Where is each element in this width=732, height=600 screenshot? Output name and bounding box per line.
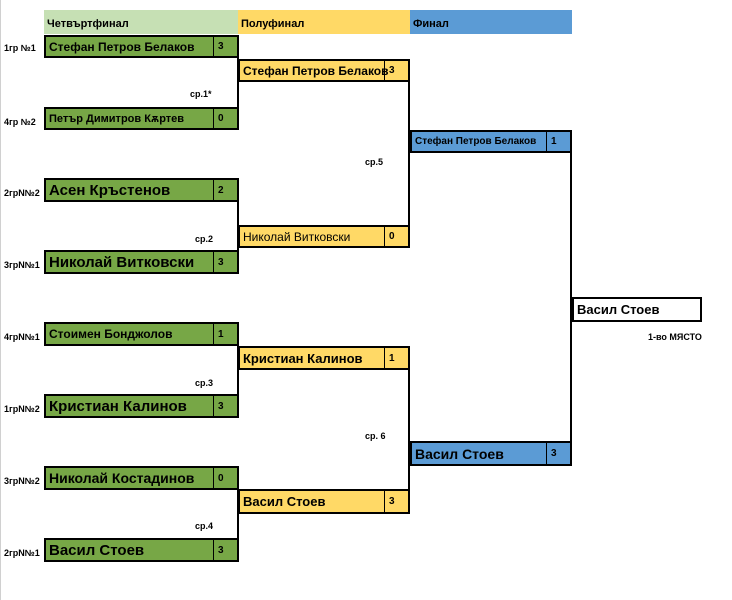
score-divider — [213, 109, 214, 128]
player-name: Стефан Петров Белаков — [243, 63, 389, 78]
match-label: ср.1* — [190, 89, 212, 99]
group-label: 1грN№2 — [4, 404, 40, 414]
group-label: 3грN№2 — [4, 476, 40, 486]
score-divider — [213, 396, 214, 416]
score-divider — [213, 37, 214, 56]
quarterfinal-entry[interactable]: Петър Димитров Кѫртев 0 — [44, 107, 239, 130]
player-name: Васил Стоев — [49, 541, 145, 559]
player-score: 3 — [218, 41, 224, 52]
score-divider — [384, 348, 385, 368]
winner-place-label: 1-во МЯСТО — [648, 332, 702, 342]
player-score: 0 — [218, 113, 224, 124]
header-semifinal: Полуфинал — [238, 10, 410, 34]
player-score: 2 — [218, 184, 224, 196]
match-label: ср. 6 — [365, 431, 386, 441]
player-name: Кристиан Калинов — [243, 350, 363, 366]
match-label: ср.4 — [195, 521, 214, 531]
player-score: 1 — [218, 328, 224, 340]
player-name: Васил Стоев — [415, 445, 504, 462]
final-entry[interactable]: Васил Стоев 3 — [410, 441, 572, 466]
semifinal-entry[interactable]: Кристиан Калинов 1 — [238, 346, 410, 370]
match-label: ср.3 — [195, 378, 214, 388]
group-label: 2грN№2 — [4, 188, 40, 198]
player-score: 3 — [389, 496, 395, 507]
semifinal-entry[interactable]: Стефан Петров Белаков 3 — [238, 59, 410, 82]
player-score: 3 — [218, 400, 224, 412]
player-name: Стефан Петров Белаков — [49, 39, 195, 54]
player-name: Асен Кръстенов — [49, 181, 171, 199]
player-name: Петър Димитров Кѫртев — [49, 112, 185, 125]
score-divider — [384, 227, 385, 246]
group-label: 4гр №2 — [4, 117, 36, 127]
quarterfinal-entry[interactable]: Асен Кръстенов 2 — [44, 178, 239, 202]
player-score: 0 — [218, 472, 224, 484]
player-name: Васил Стоев — [243, 494, 326, 509]
player-name: Николай Костадинов — [49, 470, 195, 486]
semifinal-entry[interactable]: Васил Стоев 3 — [238, 489, 410, 514]
quarterfinal-entry[interactable]: Николай Витковски 3 — [44, 250, 239, 274]
final-entry[interactable]: Стефан Петров Белаков 1 — [410, 130, 572, 153]
player-score: 1 — [551, 136, 557, 147]
bracket-connector — [570, 152, 572, 443]
quarterfinal-entry[interactable]: Кристиан Калинов 3 — [44, 394, 239, 418]
player-name: Кристиан Калинов — [49, 397, 187, 415]
group-label: 4грN№1 — [4, 332, 40, 342]
player-name: Николай Витковски — [243, 229, 351, 244]
quarterfinal-entry[interactable]: Николай Костадинов 0 — [44, 466, 239, 490]
player-name: Стефан Петров Белаков — [415, 136, 537, 147]
player-score: 1 — [389, 352, 395, 364]
header-quarterfinal: Четвъртфинал — [44, 10, 238, 34]
player-score: 3 — [551, 448, 557, 459]
winner-entry[interactable]: Васил Стоев — [572, 297, 702, 322]
match-label: ср.5 — [365, 157, 384, 167]
match-label: ср.2 — [195, 234, 214, 244]
player-score: 0 — [389, 231, 395, 242]
quarterfinal-entry[interactable]: Стоимен Бонджолов 1 — [44, 322, 239, 346]
sheet-left-edge — [0, 0, 1, 600]
group-label: 3грN№1 — [4, 260, 40, 270]
group-label: 2грN№1 — [4, 548, 40, 558]
player-name: Николай Витковски — [49, 253, 195, 271]
score-divider — [213, 468, 214, 488]
bracket-connector — [237, 57, 239, 109]
quarterfinal-entry[interactable]: Стефан Петров Белаков 3 — [44, 35, 239, 58]
score-divider — [213, 540, 214, 560]
score-divider — [384, 491, 385, 512]
score-divider — [213, 180, 214, 200]
semifinal-entry[interactable]: Николай Витковски 0 — [238, 225, 410, 248]
winner-name: Васил Стоев — [577, 302, 660, 317]
bracket-connector — [237, 345, 239, 396]
header-final: Финал — [410, 10, 572, 34]
score-divider — [546, 443, 547, 464]
player-name: Стоимен Бонджолов — [49, 327, 173, 341]
quarterfinal-entry[interactable]: Васил Стоев 3 — [44, 538, 239, 562]
bracket-connector — [237, 489, 239, 540]
score-divider — [384, 61, 385, 80]
score-divider — [546, 132, 547, 151]
bracket-connector — [408, 81, 410, 227]
player-score: 3 — [218, 544, 224, 556]
player-score: 3 — [389, 65, 395, 76]
group-label: 1гр №1 — [4, 43, 36, 53]
score-divider — [213, 324, 214, 344]
player-score: 3 — [218, 256, 224, 268]
bracket-connector — [408, 369, 410, 491]
score-divider — [213, 252, 214, 272]
